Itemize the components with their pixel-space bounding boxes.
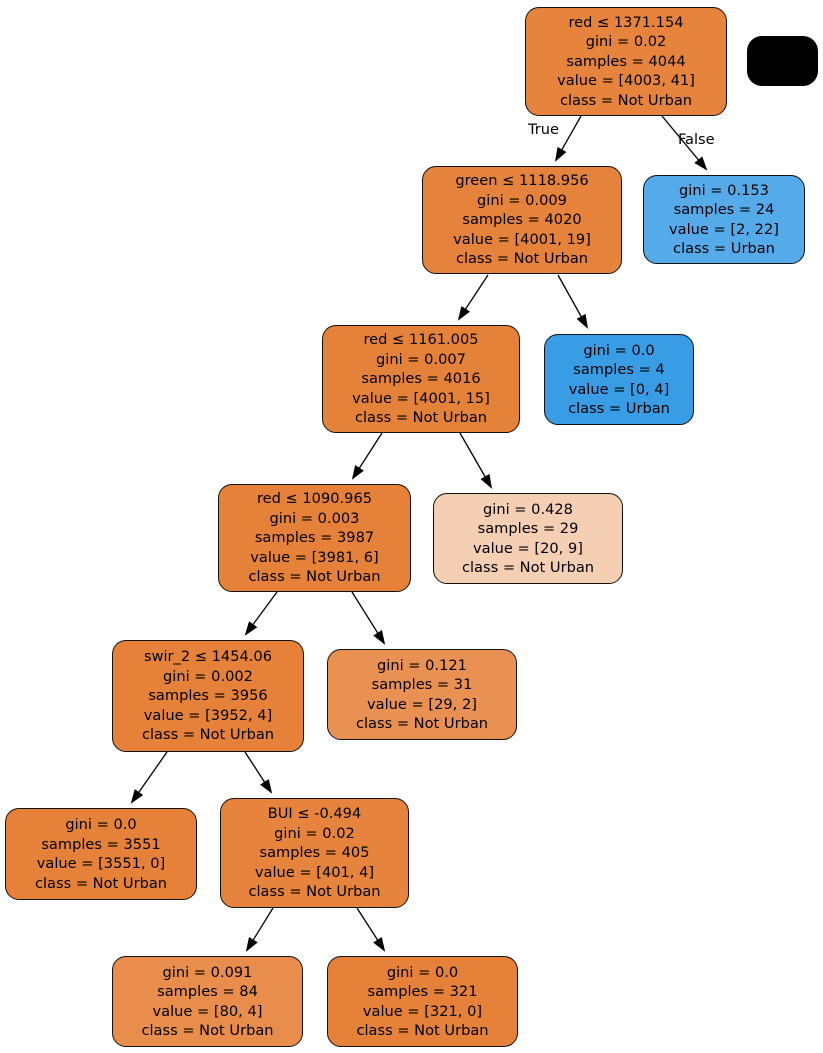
edge-bui-right bbox=[356, 907, 386, 952]
node-bui-split: BUI ≤ -0.494 gini = 0.02 samples = 405 v… bbox=[220, 798, 409, 908]
edge-root-true bbox=[554, 115, 582, 162]
edge-red1090-right bbox=[351, 591, 386, 645]
edge-bui-left bbox=[245, 907, 274, 952]
leaf-not-urban-samples-321: gini = 0.0 samples = 321 value = [321, 0… bbox=[327, 956, 518, 1047]
leaf-urban-samples-24: gini = 0.153 samples = 24 value = [2, 22… bbox=[643, 175, 805, 264]
edge-swir2-left bbox=[130, 751, 168, 804]
edge-swir2-right bbox=[244, 751, 273, 794]
node-root-red-split: red ≤ 1371.154 gini = 0.02 samples = 404… bbox=[525, 7, 727, 116]
black-node bbox=[747, 36, 818, 86]
leaf-not-urban-samples-84: gini = 0.091 samples = 84 value = [80, 4… bbox=[112, 956, 303, 1047]
node-green-split: green ≤ 1118.956 gini = 0.009 samples = … bbox=[422, 166, 622, 274]
edge-root-false bbox=[661, 115, 708, 171]
leaf-not-urban-samples-31: gini = 0.121 samples = 31 value = [29, 2… bbox=[327, 649, 517, 740]
edge-green-right bbox=[557, 274, 589, 329]
edge-label-true: True bbox=[528, 121, 559, 138]
node-swir2-split: swir_2 ≤ 1454.06 gini = 0.002 samples = … bbox=[112, 640, 304, 752]
edge-label-false: False bbox=[678, 131, 715, 148]
edge-green-left bbox=[457, 274, 489, 321]
node-red-split-1161: red ≤ 1161.005 gini = 0.007 samples = 40… bbox=[322, 325, 520, 433]
leaf-urban-samples-4: gini = 0.0 samples = 4 value = [0, 4] cl… bbox=[544, 334, 694, 425]
edge-red1161-right bbox=[459, 432, 493, 489]
leaf-not-urban-samples-3551: gini = 0.0 samples = 3551 value = [3551,… bbox=[5, 808, 197, 900]
node-red-split-1090: red ≤ 1090.965 gini = 0.003 samples = 39… bbox=[218, 484, 411, 592]
edge-red1090-left bbox=[244, 591, 278, 636]
edge-red1161-left bbox=[351, 432, 383, 480]
leaf-not-urban-samples-29: gini = 0.428 samples = 29 value = [20, 9… bbox=[433, 493, 623, 584]
